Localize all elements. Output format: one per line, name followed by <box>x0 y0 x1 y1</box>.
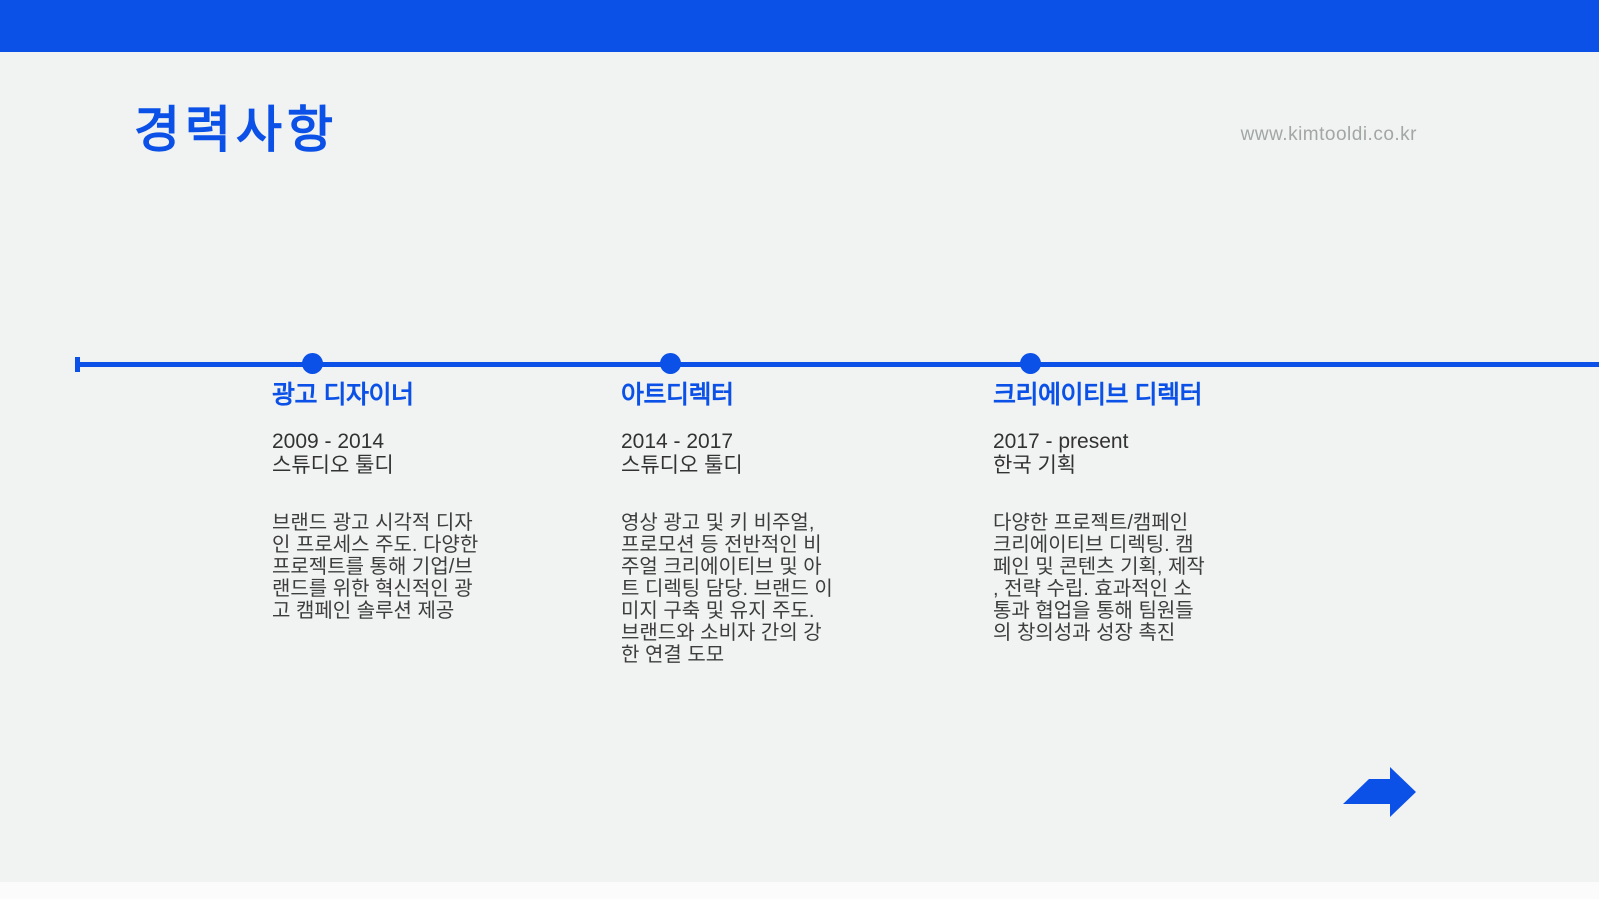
timeline-dot-2 <box>660 353 681 374</box>
entry-description: 브랜드 광고 시각적 디자 인 프로세스 주도. 다양한 프로젝트를 통해 기업… <box>272 512 479 622</box>
entry-company: 한국 기획 <box>993 454 1077 477</box>
entry-period: 2009 - 2014 <box>272 430 385 453</box>
entry-meta: 2017 - present 한국 기획 <box>993 430 1243 478</box>
entry-company: 스튜디오 툴디 <box>272 454 394 477</box>
entry-company: 스튜디오 툴디 <box>621 454 743 477</box>
entry-period: 2017 - present <box>993 430 1129 453</box>
website-url: www.kimtooldi.co.kr <box>1240 124 1417 145</box>
entry-meta: 2009 - 2014 스튜디오 툴디 <box>272 430 522 478</box>
next-arrow-button[interactable] <box>1343 767 1416 817</box>
career-entry-1: 광고 디자이너 2009 - 2014 스튜디오 툴디 브랜드 광고 시각적 디… <box>272 380 522 622</box>
entry-title: 크리에이티브 디렉터 <box>993 381 1202 409</box>
footer-strip <box>0 882 1599 899</box>
timeline-dot-1 <box>302 353 323 374</box>
entry-period: 2014 - 2017 <box>621 430 734 453</box>
timeline-dot-3 <box>1020 353 1041 374</box>
header-bar <box>0 0 1599 52</box>
entry-description: 다양한 프로젝트/캠페인 크리에이티브 디렉팅. 캠 페인 및 콘텐츠 기획, … <box>993 512 1205 644</box>
timeline-line <box>75 362 1599 367</box>
entry-meta: 2014 - 2017 스튜디오 툴디 <box>621 430 871 478</box>
right-arrow-icon <box>1343 767 1416 817</box>
career-entry-3: 크리에이티브 디렉터 2017 - present 한국 기획 다양한 프로젝트… <box>993 380 1243 644</box>
page-title: 경력사항 <box>134 102 338 158</box>
entry-description: 영상 광고 및 키 비주얼, 프로모션 등 전반적인 비 주얼 크리에이티브 및… <box>621 512 833 666</box>
career-entry-2: 아트디렉터 2014 - 2017 스튜디오 툴디 영상 광고 및 키 비주얼,… <box>621 380 871 666</box>
entry-title: 아트디렉터 <box>621 381 734 409</box>
entry-title: 광고 디자이너 <box>272 381 414 409</box>
